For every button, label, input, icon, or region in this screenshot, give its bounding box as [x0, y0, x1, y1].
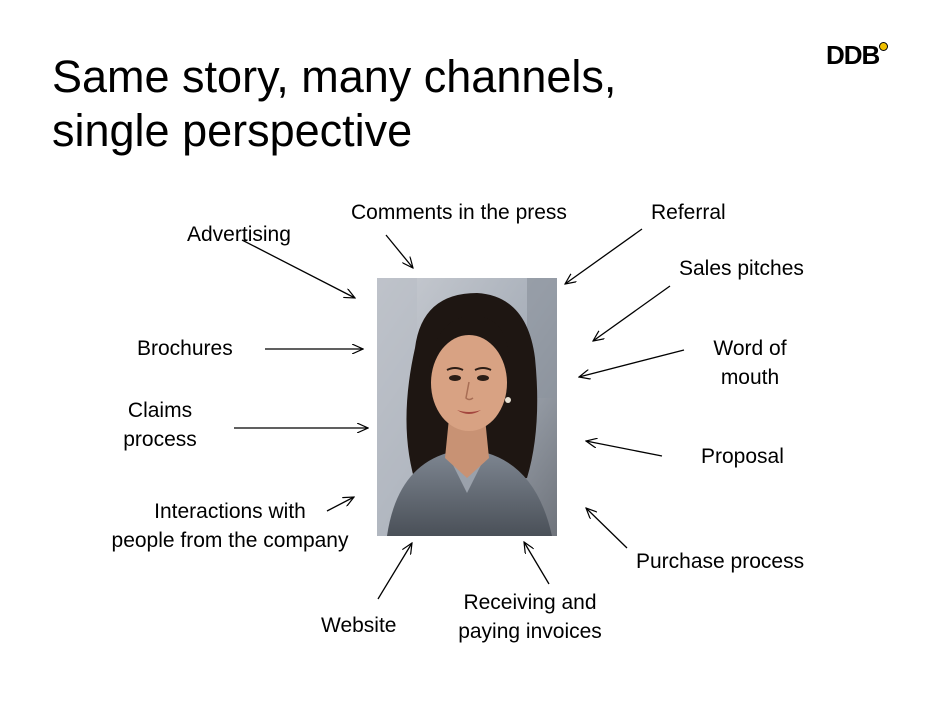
- arrow-purchase-process: [586, 508, 628, 549]
- arrow-interactions: [326, 497, 354, 512]
- label-interactions-line-2: people from the company: [111, 529, 349, 552]
- arrow-proposal: [586, 441, 663, 457]
- label-comments-in-the-press: Comments in the press: [351, 201, 567, 224]
- label-referral: Referral: [651, 201, 726, 224]
- slide-title: Same story, many channels, single perspe…: [52, 50, 616, 158]
- arrow-website: [377, 543, 412, 600]
- title-line-2: single perspective: [52, 105, 413, 156]
- label-interactions-line-1: Interactions with: [154, 500, 306, 523]
- arrow-word-of-mouth: [579, 349, 685, 377]
- label-interactions: Interactions with people from the compan…: [90, 497, 370, 555]
- label-purchase-process: Purchase process: [636, 550, 805, 573]
- label-receiving-paying-invoices: Receiving and paying invoices: [445, 588, 615, 646]
- arrow-referral: [565, 228, 643, 284]
- title-line-1: Same story, many channels,: [52, 51, 617, 102]
- arrow-comments-in-the-press: [385, 234, 413, 268]
- label-proposal: Proposal: [701, 445, 784, 468]
- arrow-advertising: [241, 239, 355, 298]
- label-invoices-line-2: paying invoices: [458, 620, 602, 643]
- woman-photo: [377, 278, 557, 536]
- label-claims-process-line-2: process: [123, 428, 197, 451]
- logo-text: DDB: [826, 40, 880, 70]
- label-word-of-mouth: Word of mouth: [690, 334, 810, 392]
- woman-photo-illustration: [377, 278, 557, 536]
- label-brochures: Brochures: [137, 337, 233, 360]
- label-advertising: Advertising: [187, 223, 291, 246]
- label-website: Website: [321, 614, 397, 637]
- logo-dot: [879, 42, 889, 51]
- arrow-receiving-paying-invoices: [524, 542, 550, 585]
- arrow-sales-pitches: [593, 285, 671, 341]
- label-sales-pitches: Sales pitches: [679, 257, 804, 280]
- label-claims-process-line-1: Claims: [127, 399, 193, 422]
- label-word-of-mouth-line-1: Word of: [713, 337, 787, 360]
- ddb-logo: DDB: [826, 40, 889, 71]
- label-invoices-line-1: Receiving and: [463, 591, 597, 614]
- label-word-of-mouth-line-2: mouth: [720, 366, 780, 389]
- label-claims-process: Claims process: [110, 396, 210, 454]
